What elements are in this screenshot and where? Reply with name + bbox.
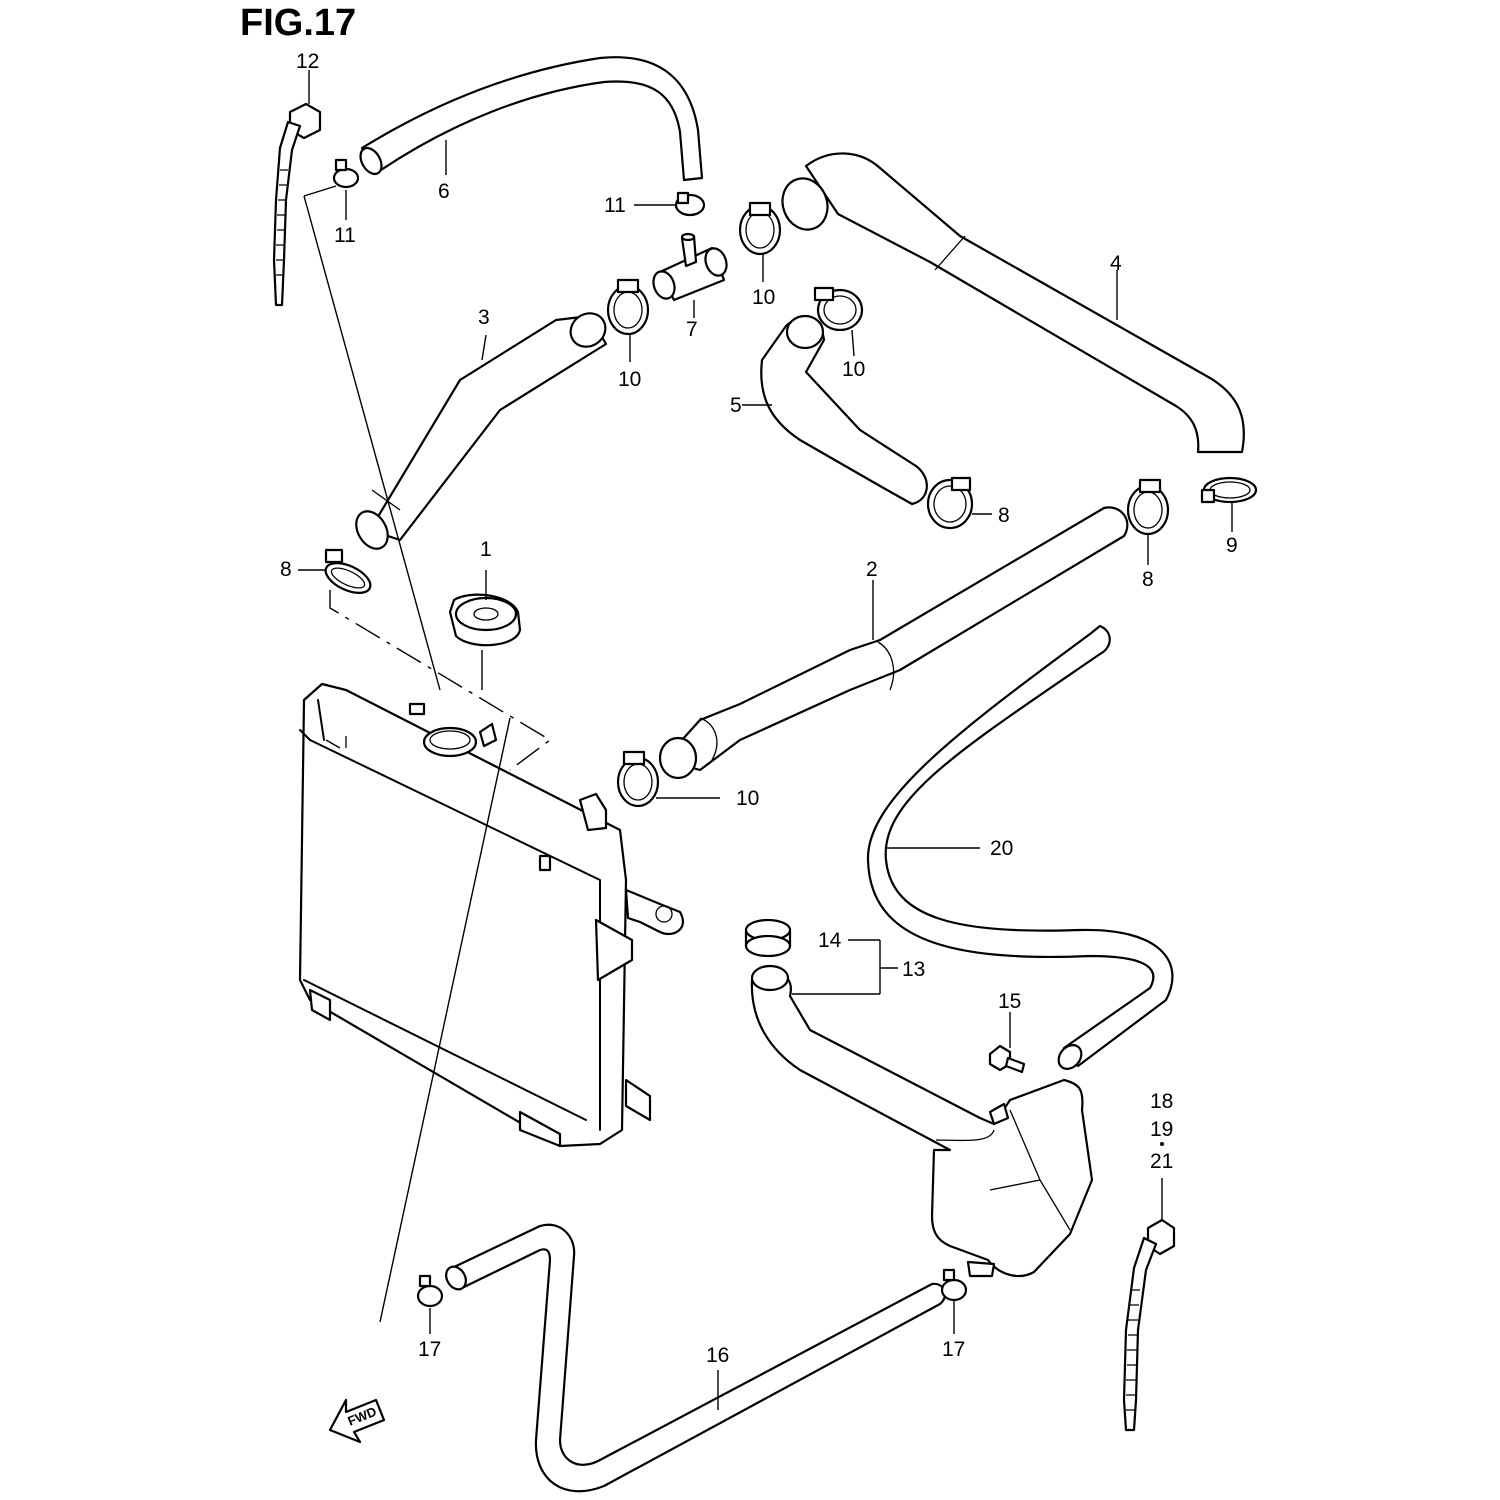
callout-10-bottom: 10 [736,787,759,810]
part-12-cable-tie [272,102,322,307]
callout-5: 5 [730,394,742,417]
callout-8-mid: 8 [998,504,1010,527]
part-11-clamp-right [674,191,706,217]
callout-18: 18 [1150,1090,1173,1113]
callout-10-mid: 10 [842,358,865,381]
callout-16: 16 [706,1344,729,1367]
callout-6: 6 [438,180,450,203]
part-20-hose [866,624,1174,1070]
callout-10-top: 10 [752,286,775,309]
callout-4: 4 [1110,252,1122,275]
radiator [298,682,684,1148]
part-13-reservoir-tank [750,964,1094,1278]
callout-19: 19 [1150,1118,1173,1141]
fwd-arrow-icon: FWD [328,1398,386,1444]
callout-15: 15 [998,990,1021,1013]
callout-14: 14 [818,929,842,952]
part-15-bolt [988,1044,1026,1074]
part-5-hose [760,314,928,506]
part-17-clamp-left [416,1274,444,1308]
part-4-hose [781,152,1245,454]
callout-9: 9 [1226,534,1238,557]
callout-10-left: 10 [618,368,641,391]
callout-8-right: 8 [1142,568,1154,591]
part-21-cable-tie [1122,1218,1176,1432]
callout-12: 12 [296,50,319,73]
part-8-clamp-b [1126,478,1170,536]
part-10-clamp-b [738,201,782,256]
callout-11-left: 11 [334,224,356,247]
part-8-clamp-a [926,476,974,530]
part-1-radiator-cap [448,593,522,647]
part-6-hose [359,56,704,182]
callout-13: 13 [902,958,925,981]
part-10-clamp-a [606,278,650,336]
part-7-tee-pipe [652,232,728,302]
part-9-clamp [1200,476,1258,504]
callout-7: 7 [686,318,698,341]
callout-21: 21 [1150,1150,1173,1173]
part-16-hose [445,1223,947,1493]
callout-20: 20 [990,837,1013,860]
callout-11-right: 11 [604,194,626,217]
part-14-cap [744,918,792,958]
callout-17-left: 17 [418,1338,441,1361]
callout-1: 1 [480,538,492,561]
callout-3: 3 [478,306,490,329]
part-8-clamp-c [324,548,372,594]
callout-8-left: 8 [280,558,292,581]
part-2-hose [658,506,1129,780]
callout-2: 2 [866,558,878,581]
callout-17-right: 17 [942,1338,965,1361]
part-11-clamp-left [332,158,360,189]
part-10-clamp-c [813,286,864,332]
part-10-clamp-d [616,750,660,808]
figure-title: FIG.17 [240,2,356,44]
part-17-clamp-right [940,1268,968,1302]
part-3-hose [355,312,608,550]
